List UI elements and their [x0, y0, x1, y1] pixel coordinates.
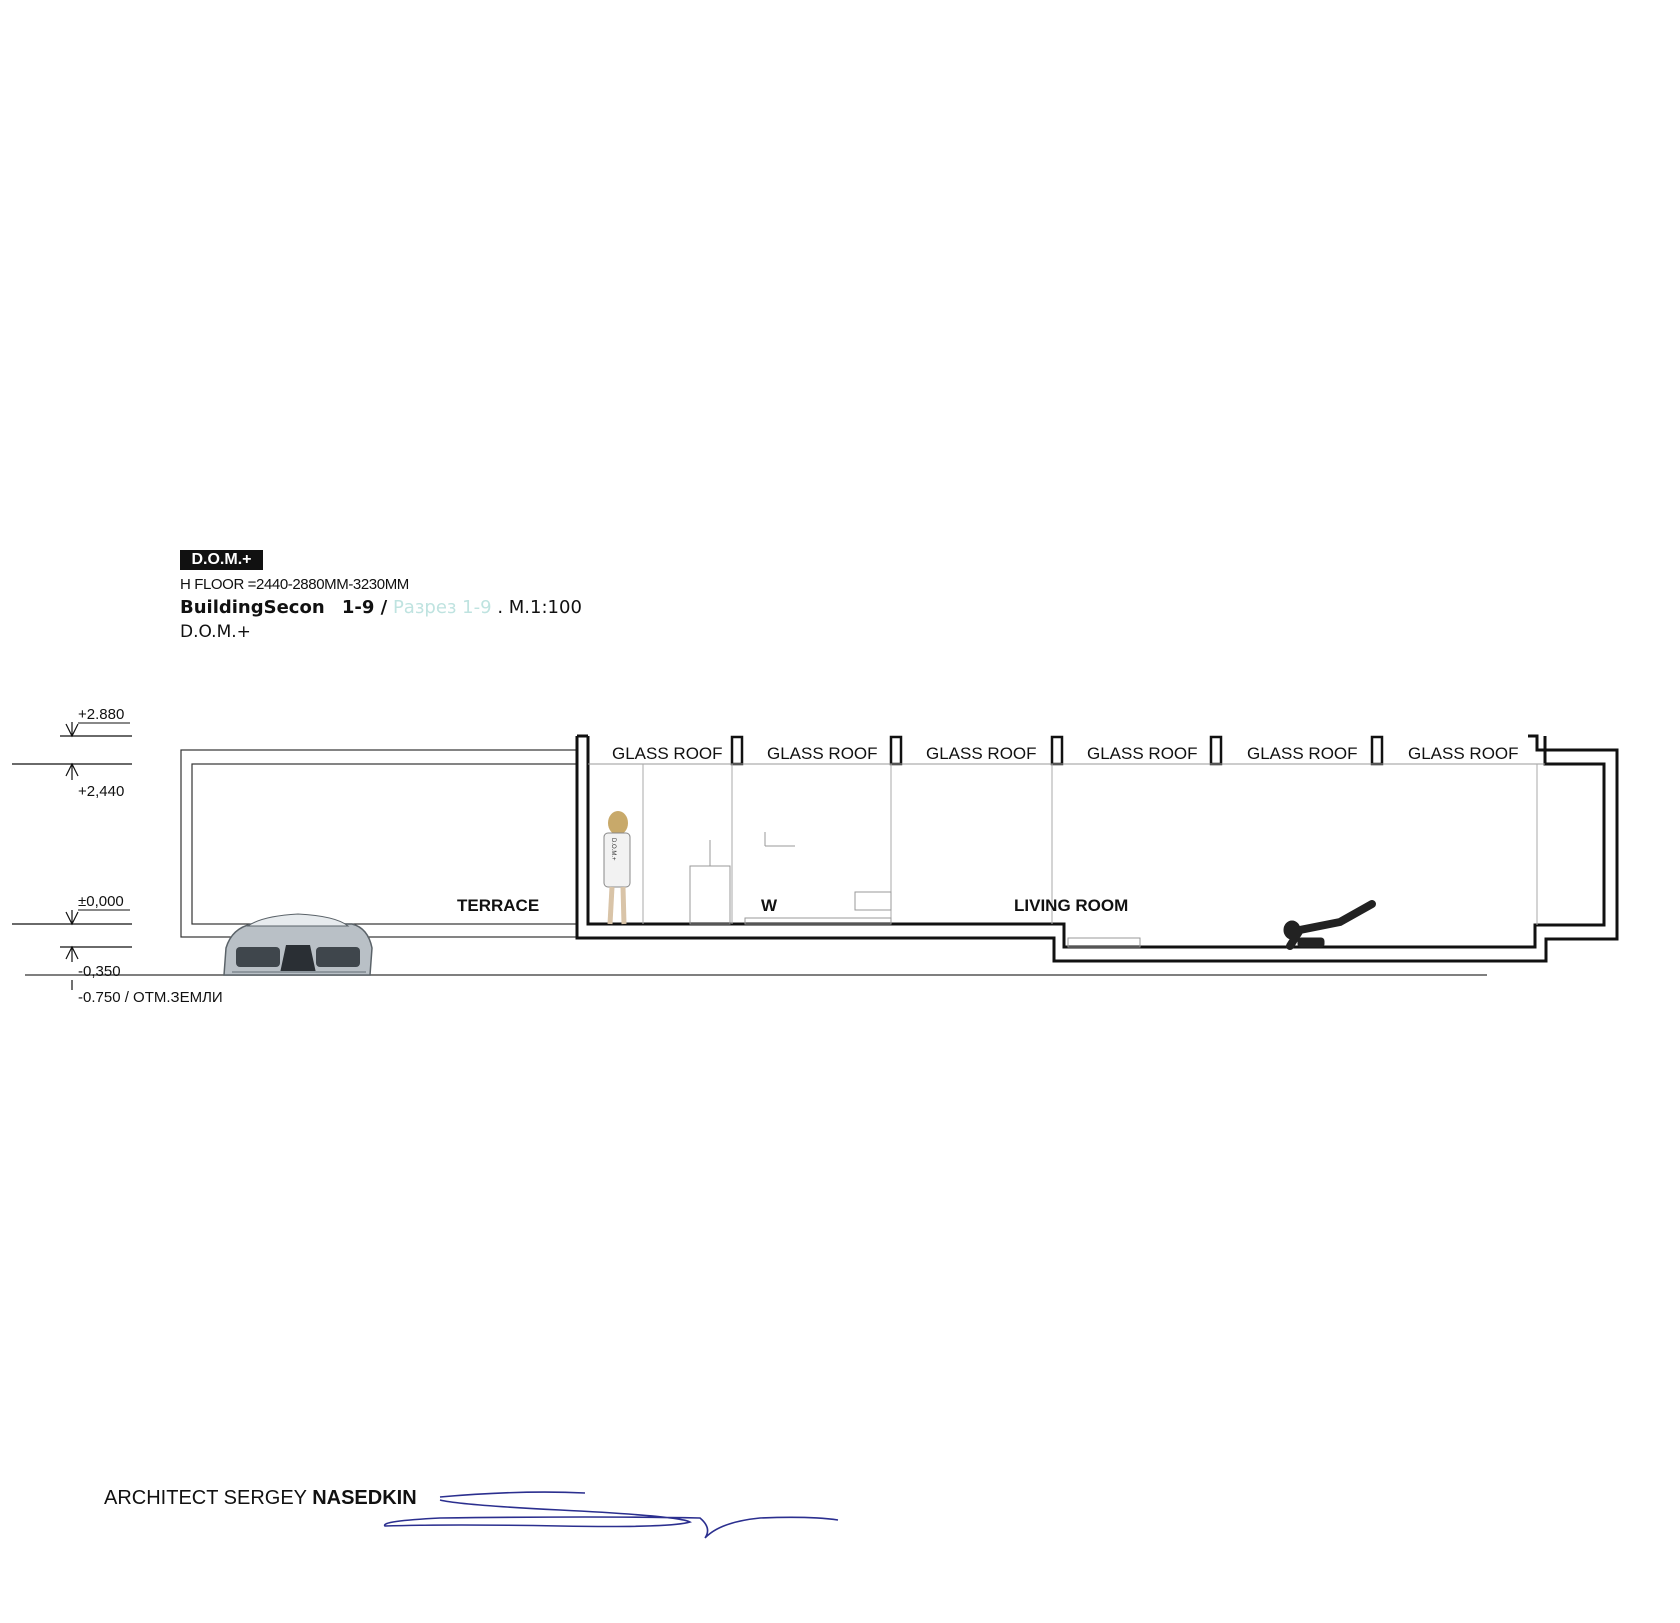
section-subtitle: D.O.M.+ [180, 622, 251, 642]
building-section-outline [575, 734, 1619, 963]
standing-person-shirt-text: D.O.M.+ [610, 838, 616, 861]
level-top-label: +2.880 [78, 706, 124, 723]
signature-name: NASEDKIN [312, 1487, 417, 1509]
level-marker-top: +2.880 [60, 706, 132, 738]
signature-scribble [383, 1491, 839, 1539]
section-title-ru: Разрез 1-9 [392, 597, 492, 618]
room-label-living: LIVING ROOM [1014, 896, 1128, 915]
level-ceiling-label: +2,440 [78, 783, 124, 800]
level-marker-floor: ±0,000 [12, 893, 132, 926]
bathroom-fixtures [689, 832, 1141, 948]
section-scale: . M.1:100 [497, 597, 582, 618]
level-marker-step: -0,350 -0.750 / ОТМ.ЗЕМЛИ [60, 945, 223, 1006]
roof-label: GLASS ROOF [926, 744, 1037, 763]
brand-badge: D.O.M.+ [180, 550, 263, 570]
room-label-terrace: TERRACE [457, 896, 539, 915]
roof-label: GLASS ROOF [612, 744, 723, 763]
section-title-en: BuildingSecon [180, 597, 325, 618]
section-title-num: 1-9 / [341, 597, 388, 618]
roof-label: GLASS ROOF [767, 744, 878, 763]
roof-label: GLASS ROOF [1087, 744, 1198, 763]
signature-prefix: ARCHITECT SERGEY [104, 1487, 313, 1509]
roof-label: GLASS ROOF [1408, 744, 1519, 763]
level-marker-ceiling: +2,440 [12, 762, 132, 800]
exercising-person-figure [1283, 900, 1376, 950]
standing-person-figure: D.O.M.+ [603, 811, 631, 925]
level-ground-label: -0.750 / ОТМ.ЗЕМЛИ [78, 989, 223, 1006]
car-icon [223, 913, 373, 976]
architect-signature: ARCHITECT SERGEY NASEDKIN [104, 1487, 417, 1510]
roof-label: GLASS ROOF [1247, 744, 1358, 763]
section-title: BuildingSecon 1-9 / Разрез 1-9 . M.1:100 [180, 597, 582, 618]
level-floor-label: ±0,000 [78, 893, 124, 910]
floor-heights-note: H FLOOR =2440-2880MM-3230MM [180, 576, 409, 593]
room-label-wc: W [761, 896, 778, 915]
level-step-label: -0,350 [78, 963, 121, 980]
